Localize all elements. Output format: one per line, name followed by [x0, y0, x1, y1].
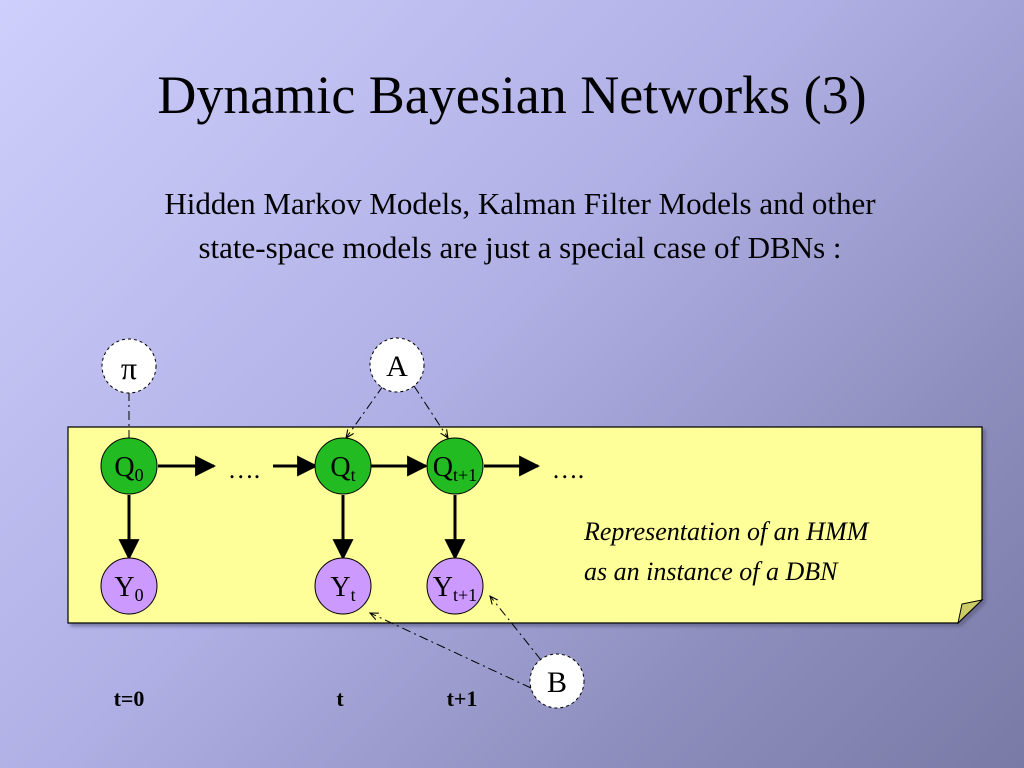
- subtitle-line-1: Hidden Markov Models, Kalman Filter Mode…: [164, 186, 876, 221]
- param-node-a: A: [369, 337, 425, 393]
- slide-subtitle: Hidden Markov Models, Kalman Filter Mode…: [40, 182, 1000, 270]
- svg-text:Yt+1: Yt+1: [433, 572, 477, 605]
- note-box: [67, 426, 984, 625]
- yt1-sub: t+1: [453, 585, 477, 605]
- y0-base: Y: [114, 572, 134, 603]
- qt1-sub: t+1: [453, 465, 477, 485]
- qt-base: Q: [330, 452, 350, 483]
- qt-sub: t: [351, 465, 356, 485]
- svg-text:Qt: Qt: [330, 452, 355, 485]
- q0-sub: 0: [135, 465, 144, 485]
- hidden-node-q0: Q0: [100, 437, 158, 495]
- observed-node-yt: Yt: [314, 557, 372, 615]
- note-line-2: as an instance of a DBN: [584, 557, 839, 586]
- link-a-qt1: [413, 385, 448, 438]
- subtitle-line-2: state-space models are just a special ca…: [198, 230, 842, 265]
- ellipsis-middle: ….: [228, 455, 261, 484]
- link-b-yt1: [490, 596, 542, 661]
- observed-node-yt1: Yt+1: [426, 557, 484, 615]
- a-label: A: [386, 350, 408, 383]
- link-b-yt: [370, 613, 532, 689]
- svg-text:Qt+1: Qt+1: [433, 452, 477, 485]
- time-label-t1: t+1: [447, 686, 478, 711]
- svg-text:Yt: Yt: [330, 572, 355, 605]
- yt-sub: t: [351, 585, 356, 605]
- q0-base: Q: [114, 452, 134, 483]
- y0-sub: 0: [135, 585, 144, 605]
- model-arrows: [118, 455, 541, 561]
- param-node-pi: π: [101, 338, 157, 394]
- time-label-t: t: [336, 686, 344, 711]
- hidden-node-qt1: Qt+1: [426, 437, 484, 495]
- time-label-t0: t=0: [114, 686, 145, 711]
- hidden-node-qt: Qt: [314, 437, 372, 495]
- yt-base: Y: [330, 572, 350, 603]
- note-line-1: Representation of an HMM: [583, 517, 870, 546]
- qt1-base: Q: [433, 452, 453, 483]
- b-label: B: [547, 666, 567, 699]
- svg-text:Y0: Y0: [114, 572, 143, 605]
- parameter-links: [129, 385, 542, 689]
- ellipsis-end: ….: [552, 455, 585, 484]
- yt1-base: Y: [433, 572, 453, 603]
- svg-text:Q0: Q0: [114, 452, 143, 485]
- observed-node-y0: Y0: [100, 557, 158, 615]
- pi-label: π: [121, 350, 137, 386]
- param-node-b: B: [529, 653, 585, 709]
- slide-title: Dynamic Bayesian Networks (3): [157, 65, 867, 125]
